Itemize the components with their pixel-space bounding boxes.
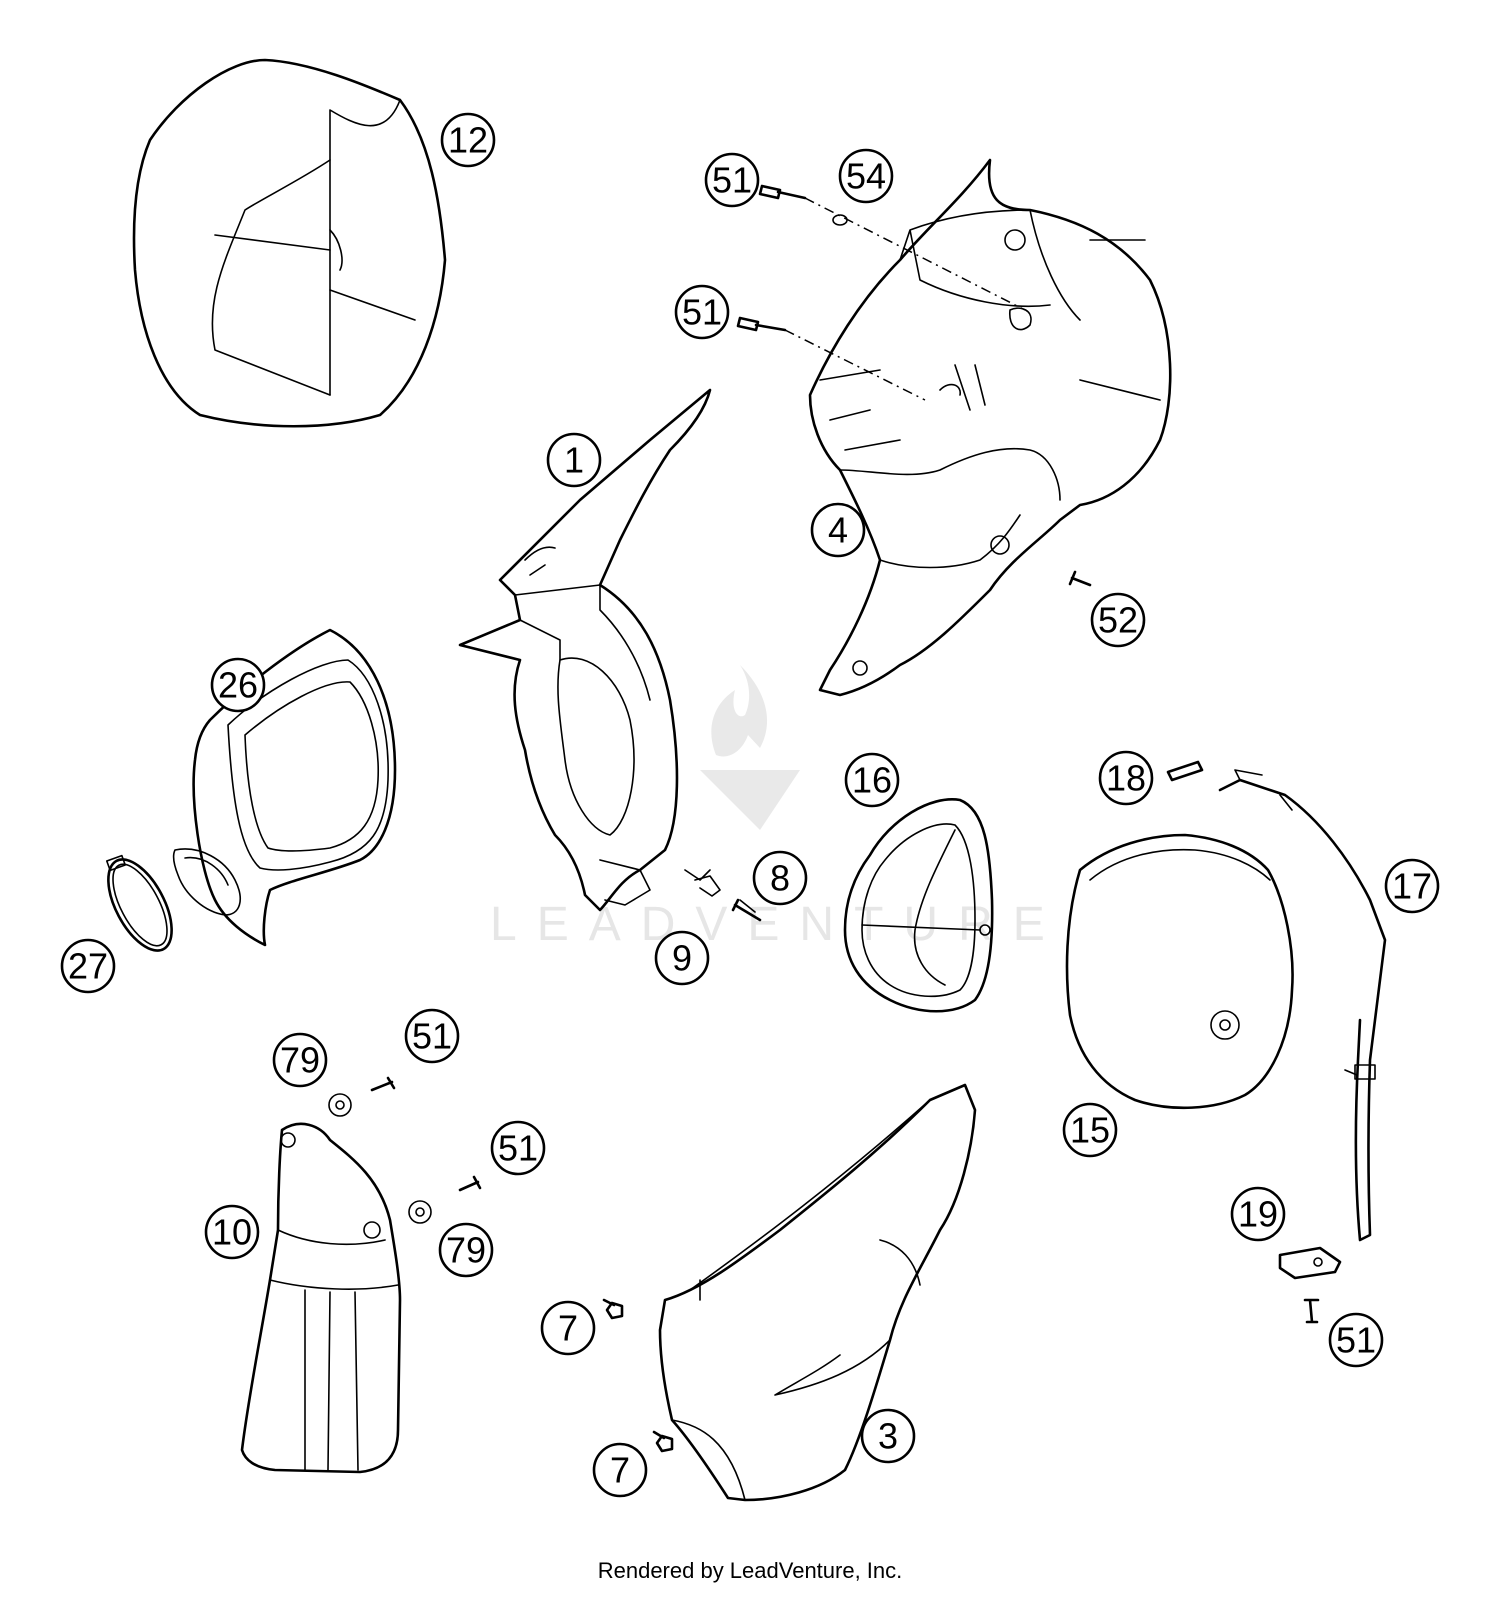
fasteners-part-4 bbox=[736, 184, 1092, 587]
part-26-filter-cage bbox=[172, 628, 397, 947]
callout-10: 10 bbox=[204, 1204, 260, 1260]
part-15-filter-body bbox=[1065, 833, 1294, 1110]
callout-51c: 51 bbox=[404, 1008, 460, 1064]
svg-text:19: 19 bbox=[1238, 1194, 1278, 1235]
callout-12: 12 bbox=[440, 112, 496, 168]
part-8-9-fasteners bbox=[694, 875, 762, 922]
svg-text:8: 8 bbox=[770, 858, 790, 899]
fasteners-7 bbox=[602, 1298, 674, 1453]
svg-text:51: 51 bbox=[1336, 1320, 1376, 1361]
callout-52: 52 bbox=[1090, 592, 1146, 648]
render-credit: Rendered by LeadVenture, Inc. bbox=[597, 1558, 903, 1583]
svg-text:54: 54 bbox=[846, 156, 886, 197]
callout-51d: 51 bbox=[490, 1120, 546, 1176]
part-17-holder-wire bbox=[1218, 769, 1387, 1242]
svg-text:3: 3 bbox=[878, 1416, 898, 1457]
callout-17: 17 bbox=[1384, 858, 1440, 914]
part-10-intake-snorkel bbox=[240, 1122, 402, 1474]
svg-text:27: 27 bbox=[68, 946, 108, 987]
callout-26: 26 bbox=[210, 657, 266, 713]
callout-51e: 51 bbox=[1328, 1312, 1384, 1368]
part-1-airbox-side bbox=[458, 388, 756, 913]
callout-19: 19 bbox=[1230, 1186, 1286, 1242]
callout-79b: 79 bbox=[438, 1222, 494, 1278]
part-3-side-cover bbox=[658, 1083, 977, 1502]
svg-text:10: 10 bbox=[212, 1212, 252, 1253]
callout-4: 4 bbox=[810, 502, 866, 558]
callout-7b: 7 bbox=[592, 1442, 648, 1498]
svg-text:9: 9 bbox=[672, 938, 692, 979]
part-4-airbox bbox=[808, 158, 1172, 697]
watermark-logo-icon bbox=[700, 665, 800, 830]
svg-text:17: 17 bbox=[1392, 866, 1432, 907]
callout-16: 16 bbox=[844, 752, 900, 808]
callout-79a: 79 bbox=[272, 1032, 328, 1088]
svg-text:18: 18 bbox=[1106, 758, 1146, 799]
svg-text:51: 51 bbox=[498, 1128, 538, 1169]
callout-15: 15 bbox=[1062, 1102, 1118, 1158]
svg-text:51: 51 bbox=[682, 292, 722, 333]
callout-9: 9 bbox=[654, 930, 710, 986]
svg-text:51: 51 bbox=[412, 1016, 452, 1057]
part-19-clip bbox=[1278, 1246, 1342, 1324]
svg-text:51: 51 bbox=[712, 160, 752, 201]
callout-8: 8 bbox=[752, 850, 808, 906]
svg-text:7: 7 bbox=[610, 1450, 630, 1491]
svg-text:15: 15 bbox=[1070, 1110, 1110, 1151]
watermark: LEADVENTURE bbox=[490, 665, 1065, 951]
svg-text:52: 52 bbox=[1098, 600, 1138, 641]
fasteners-part-10 bbox=[328, 1076, 482, 1224]
callout-1: 1 bbox=[546, 432, 602, 488]
watermark-text: LEADVENTURE bbox=[490, 898, 1065, 951]
callout-27: 27 bbox=[60, 938, 116, 994]
part-12-air-filter bbox=[132, 58, 447, 428]
callout-54: 54 bbox=[838, 148, 894, 204]
svg-text:7: 7 bbox=[558, 1308, 578, 1349]
svg-text:79: 79 bbox=[446, 1230, 486, 1271]
svg-text:1: 1 bbox=[564, 440, 584, 481]
part-27-hose-clamp bbox=[105, 854, 173, 952]
callout-7a: 7 bbox=[540, 1300, 596, 1356]
part-16-filter-frame bbox=[843, 798, 994, 1013]
svg-text:79: 79 bbox=[280, 1040, 320, 1081]
callout-18: 18 bbox=[1098, 750, 1154, 806]
svg-text:26: 26 bbox=[218, 665, 258, 706]
svg-text:4: 4 bbox=[828, 510, 848, 551]
callout-3: 3 bbox=[860, 1408, 916, 1464]
callout-51a: 51 bbox=[704, 152, 760, 208]
svg-text:12: 12 bbox=[448, 120, 488, 161]
part-18-pin bbox=[1166, 760, 1204, 782]
callout-51b: 51 bbox=[674, 284, 730, 340]
svg-text:16: 16 bbox=[852, 760, 892, 801]
